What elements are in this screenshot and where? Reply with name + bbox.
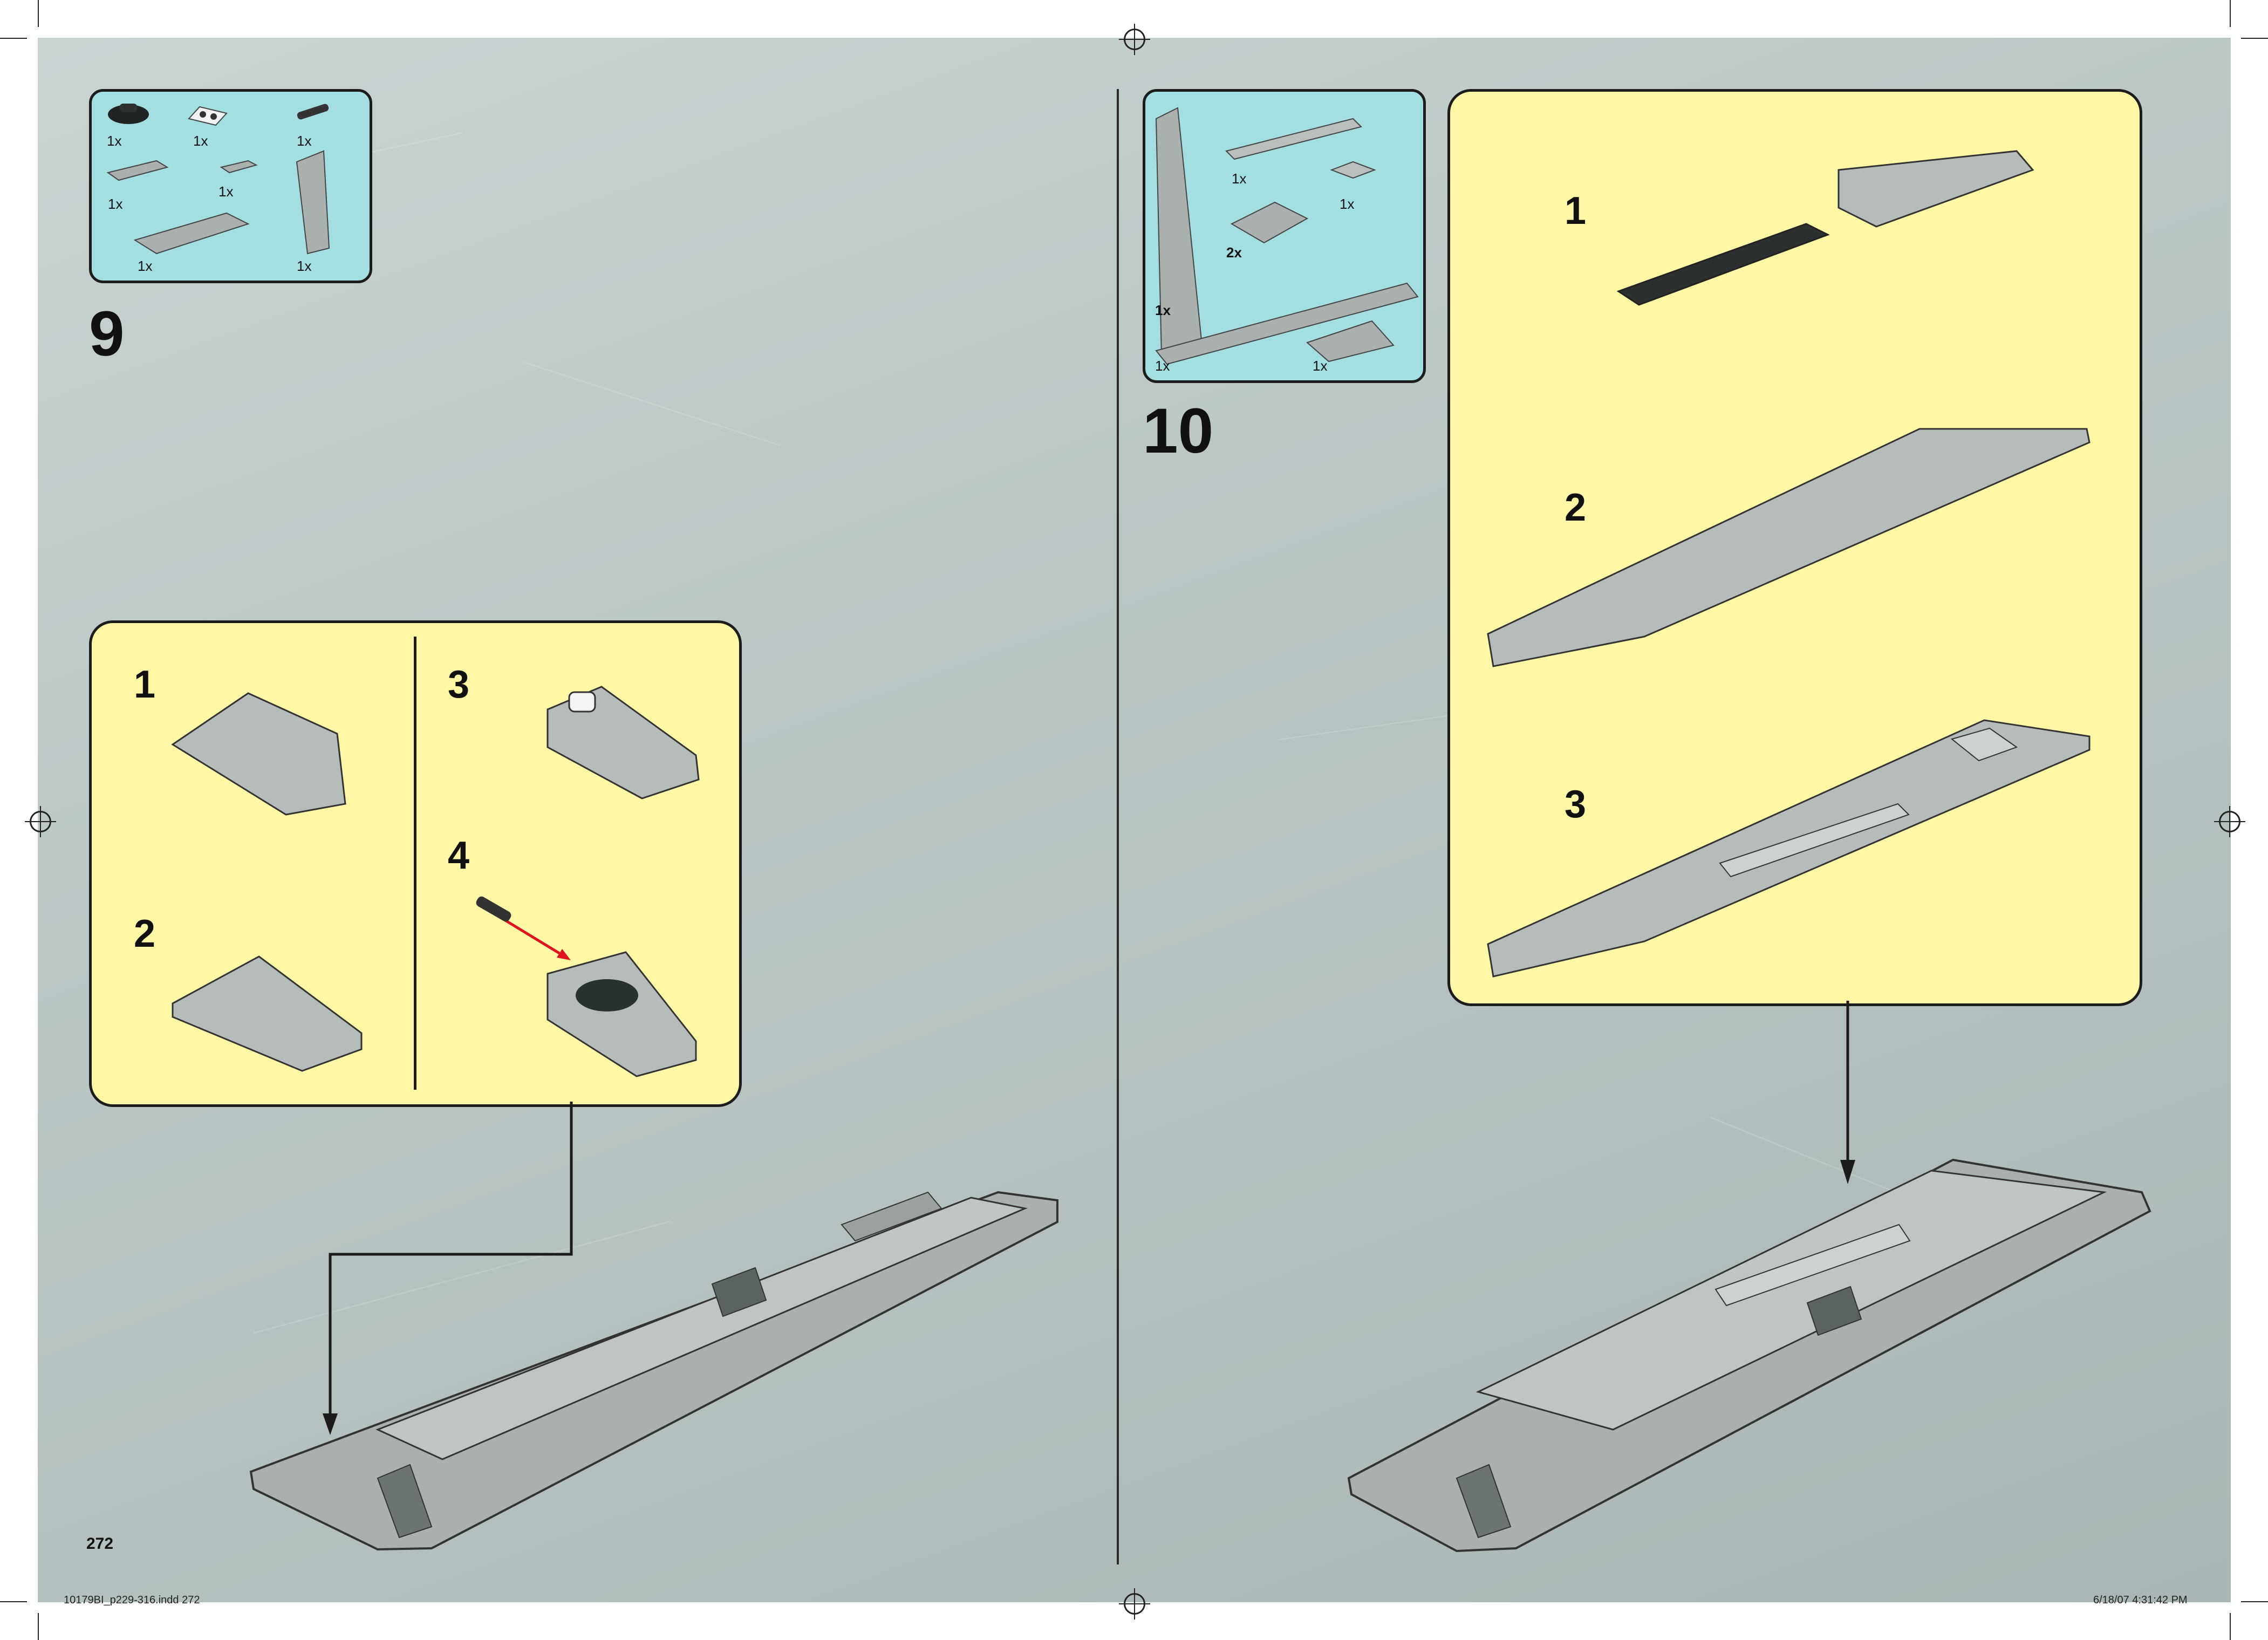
qty-label: 1x (297, 133, 312, 149)
substep-callout: 1 2 3 4 (89, 620, 742, 1107)
hull-stage-1 (1616, 150, 2034, 306)
part-tile-2x2-icon (1330, 161, 1376, 179)
substep-number: 4 (448, 834, 470, 877)
registration-mark-icon (1119, 24, 1150, 55)
texture-scratch (1710, 1117, 1960, 1219)
substep-illustration (1487, 150, 2091, 978)
qty-label: 1x (108, 196, 123, 212)
substep-number: 2 (1565, 486, 1587, 529)
crop-mark (2241, 38, 2268, 39)
parts-list-step-9: 1x 1x 1x 1x 1x 1x 1x (89, 89, 372, 283)
part-plate-hinge-icon (1230, 201, 1309, 244)
substep-illustration (171, 686, 700, 1077)
crop-mark (38, 0, 39, 27)
part-tile-long-icon (1225, 118, 1362, 160)
insert-arrow (503, 918, 568, 959)
part-plate-1x4-icon (106, 160, 169, 181)
wedge-assembly-4 (476, 896, 697, 1077)
qty-label: 1x (1340, 196, 1355, 212)
texture-scratch (523, 361, 780, 446)
crop-mark (2230, 0, 2231, 27)
timestamp-slug: 6/18/07 4:31:42 PM (2093, 1594, 2188, 1606)
part-round-plate-icon (108, 104, 149, 124)
part-plate-2x2-icon (188, 106, 228, 126)
qty-label: 1x (297, 258, 312, 274)
step-number: 9 (89, 298, 125, 370)
wedge-assembly-2 (172, 955, 363, 1072)
registration-mark-icon (25, 806, 56, 837)
registration-mark-icon (2214, 806, 2245, 837)
substep-number: 1 (1565, 189, 1587, 233)
substep-number: 3 (448, 663, 470, 706)
hull-stage-3 (1487, 719, 2091, 978)
substep-number: 3 (1565, 783, 1587, 826)
hull-stage-2 (1487, 428, 2091, 667)
callout-divider (414, 637, 416, 1090)
part-wedge-plate-long-icon (1155, 107, 1203, 357)
qty-label: 1x (1313, 358, 1328, 374)
part-plate-long-icon (1155, 282, 1419, 365)
qty-label: 1x (193, 133, 208, 149)
substep-number: 2 (134, 912, 156, 955)
part-wedge-plate-icon (296, 150, 330, 255)
crop-mark (2241, 1601, 2268, 1602)
qty-label: 1x (218, 183, 234, 200)
qty-label: 1x (1232, 170, 1247, 187)
part-pin-icon (297, 104, 329, 120)
part-plate-1x2-icon (220, 160, 258, 174)
qty-label: 2x (1226, 244, 1242, 261)
crop-mark (2230, 1613, 2231, 1640)
qty-label: 1x (1155, 358, 1170, 374)
parts-list-step-10: 1x 1x 2x 1x 1x 1x (1143, 89, 1426, 383)
wedge-assembly-3 (546, 686, 700, 800)
substep-number: 1 (134, 663, 156, 706)
crop-mark (38, 1613, 39, 1640)
part-plate-2x6-icon (133, 212, 250, 255)
qty-label: 1x (107, 133, 122, 149)
page-number: 272 (86, 1535, 114, 1553)
parts-illustration (1155, 107, 1419, 365)
parts-illustration (106, 104, 330, 255)
part-wedge-small-icon (1306, 320, 1395, 363)
qty-label: 1x (1155, 302, 1171, 318)
step-number: 10 (1143, 395, 1214, 467)
wedge-assembly-1 (171, 692, 346, 816)
page-divider (1117, 89, 1119, 1564)
registration-mark-icon (1119, 1588, 1150, 1620)
crop-mark (0, 38, 27, 39)
crop-mark (0, 1601, 27, 1602)
qty-label: 1x (138, 258, 153, 274)
substep-callout: 1 2 3 (1447, 89, 2142, 1006)
texture-scratch (253, 1220, 671, 1334)
file-slug: 10179BI_p229-316.indd 272 (64, 1594, 200, 1606)
